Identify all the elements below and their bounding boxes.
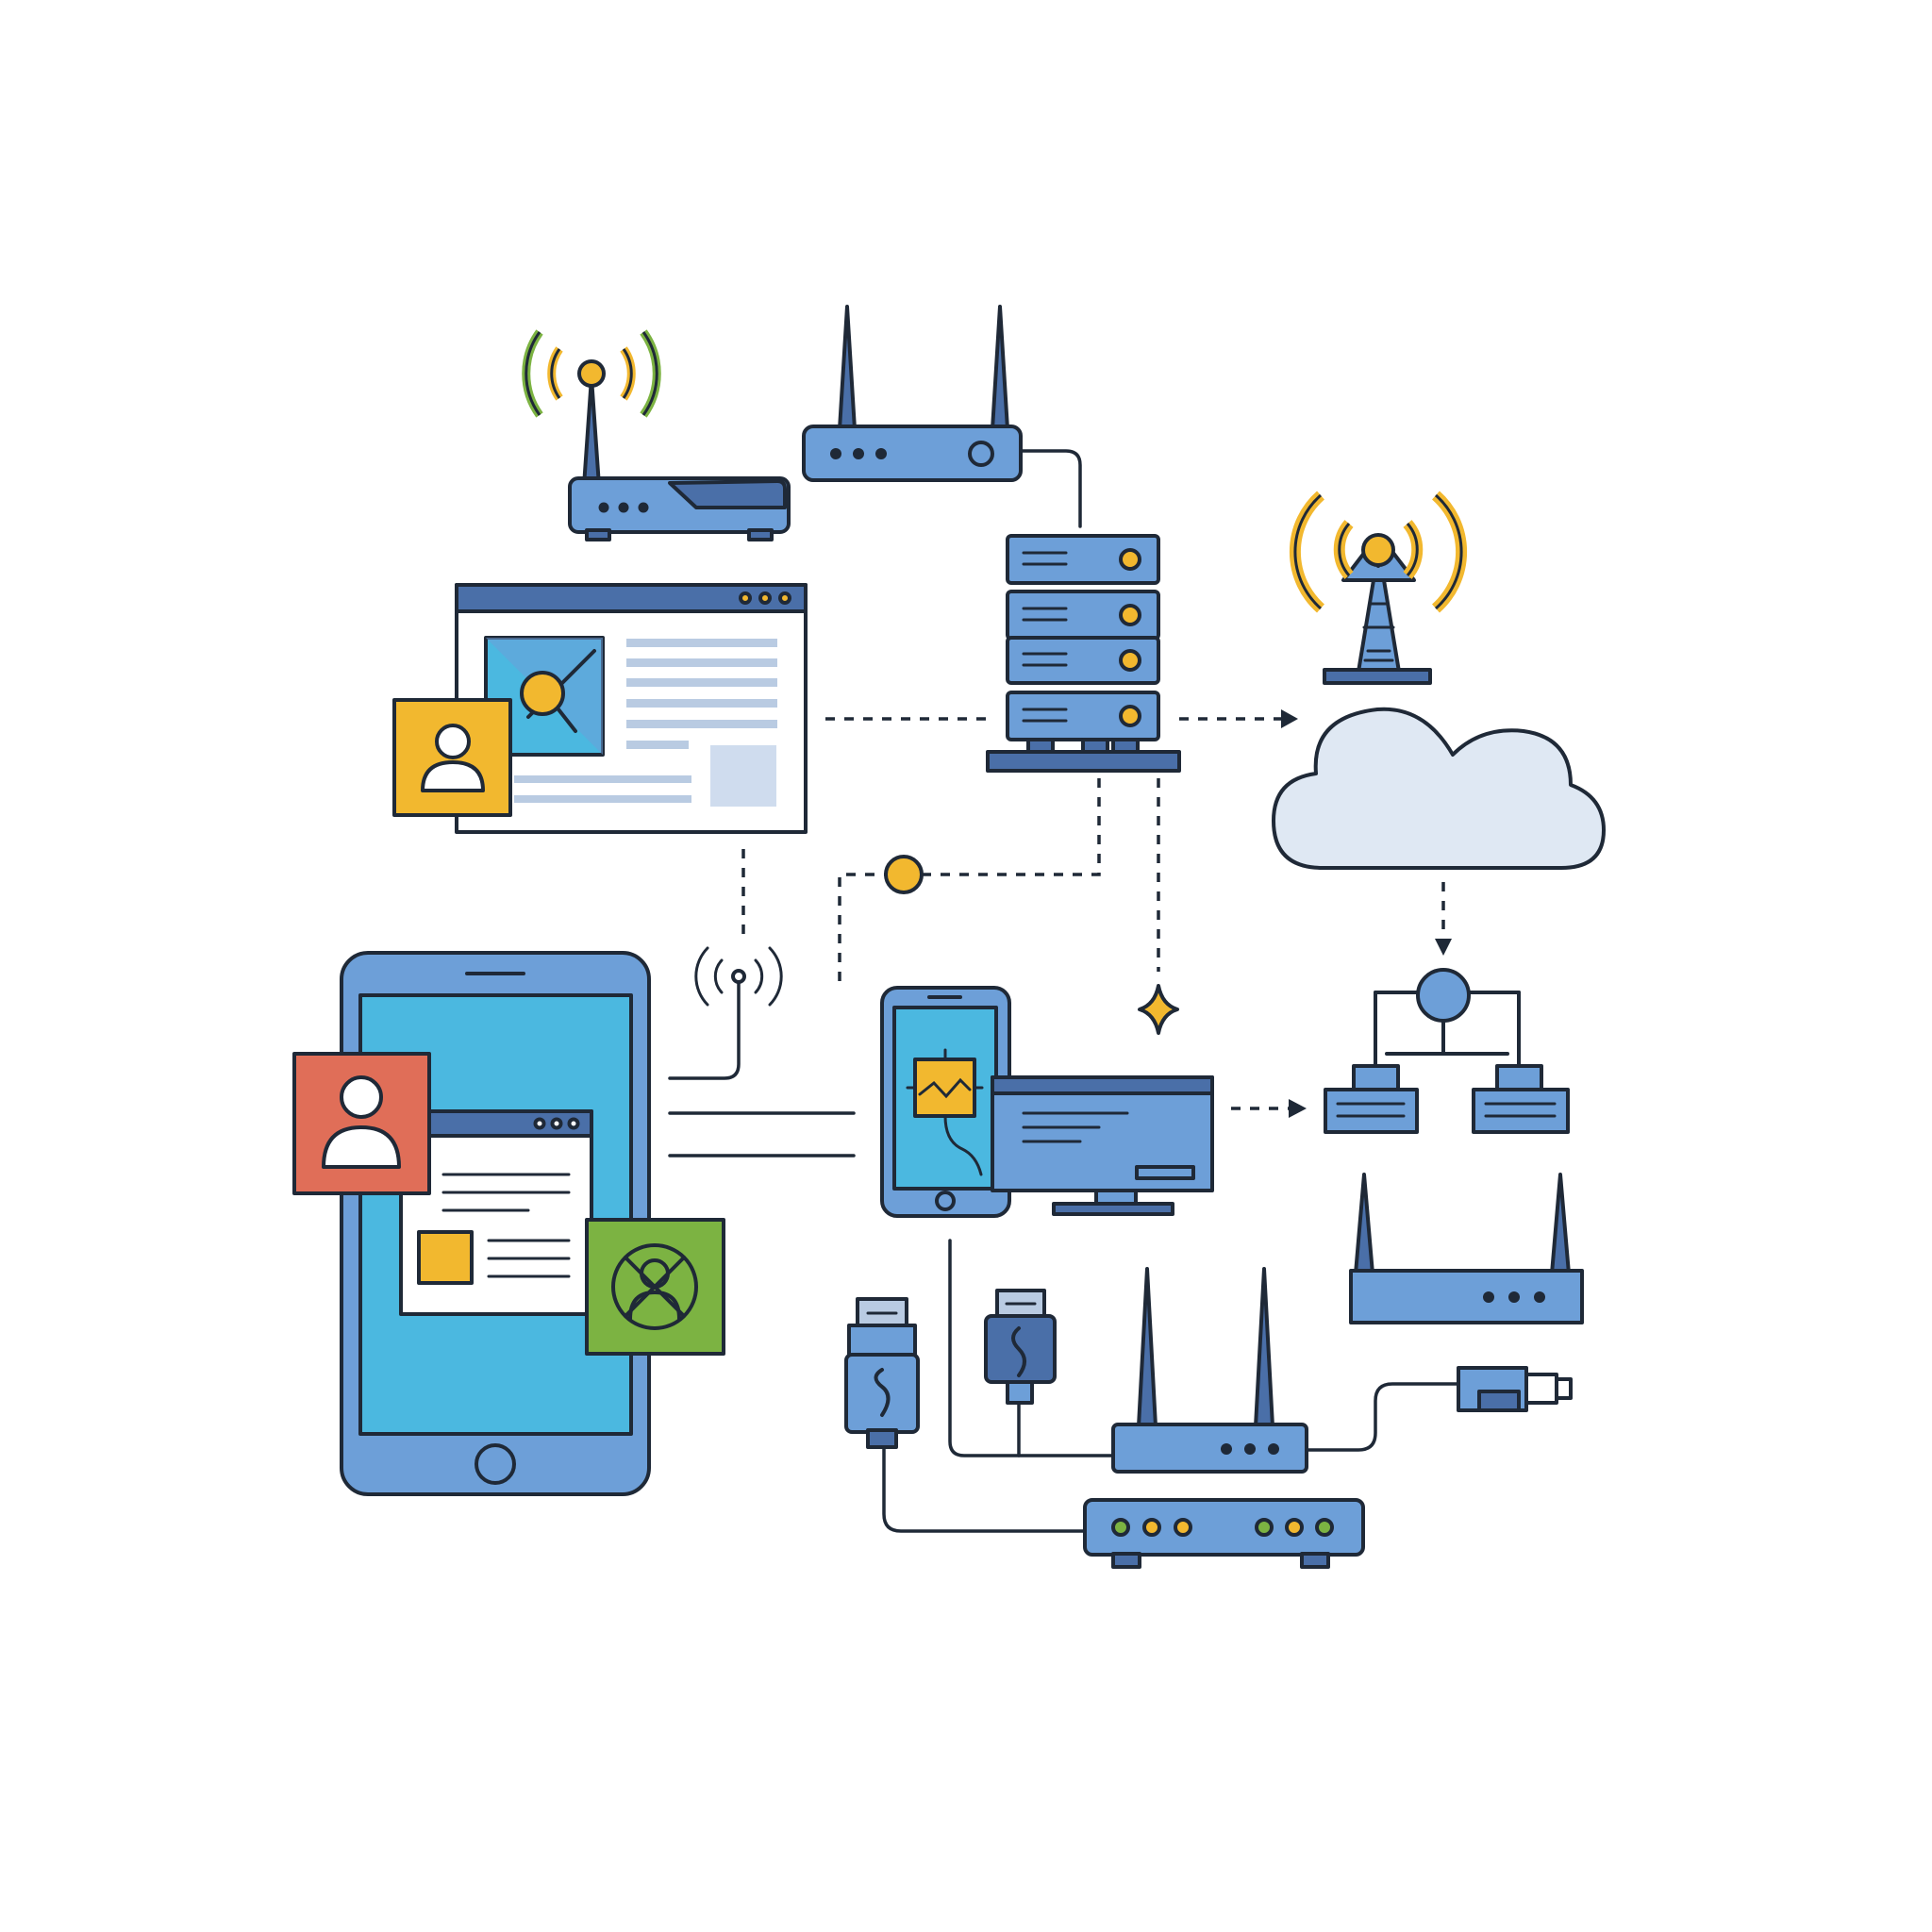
antenna xyxy=(1137,1267,1158,1428)
browser-window-icon xyxy=(455,583,808,834)
arrowhead-hierarchy-2 xyxy=(1289,1099,1307,1118)
arrowhead-hierarchy xyxy=(1435,939,1452,956)
smartphone xyxy=(880,986,1011,1218)
wire-antenna-tablet xyxy=(668,977,741,1080)
desktop-monitor xyxy=(991,1075,1214,1216)
wire-router-to-server xyxy=(1019,449,1082,528)
network-hierarchy-icon xyxy=(1324,968,1570,1134)
server-rack xyxy=(986,534,1181,773)
dashed-link-server-down xyxy=(838,778,1101,991)
usb-plug-middle xyxy=(984,1289,1057,1405)
usb-plug-left xyxy=(844,1297,920,1449)
wifi-router-icon xyxy=(522,329,791,541)
cloud-icon xyxy=(1272,707,1606,870)
connector-node-dot xyxy=(884,855,924,894)
modem xyxy=(1083,1498,1365,1569)
user-avatar-icon xyxy=(322,1075,401,1169)
usb-plug-icon xyxy=(844,1297,920,1449)
router-right xyxy=(1349,1173,1584,1324)
wifi-router-left xyxy=(522,329,791,541)
arrowhead-cloud xyxy=(1281,709,1298,728)
user-avatar-icon xyxy=(421,724,485,792)
avatar-card-red xyxy=(292,1052,431,1195)
antenna-tip xyxy=(577,359,606,388)
cell-tower xyxy=(1289,491,1468,685)
connectors xyxy=(668,449,1462,1533)
server-icon xyxy=(986,534,1181,773)
router-top xyxy=(802,305,1023,482)
router-icon xyxy=(1111,1267,1308,1474)
router-bottom xyxy=(1111,1267,1308,1474)
avatar-card-green xyxy=(585,1218,725,1356)
cloud xyxy=(1272,707,1606,870)
cell-tower-icon xyxy=(1289,491,1468,685)
wire-usb-left-modem xyxy=(882,1446,1087,1533)
usb-connector-icon xyxy=(1457,1366,1573,1412)
chart-widget xyxy=(913,1058,976,1118)
wire-router-usb-right xyxy=(1305,1382,1462,1452)
tablet xyxy=(292,951,725,1496)
text-lines xyxy=(514,639,777,803)
sparkle-icon xyxy=(1138,984,1179,1035)
network-hierarchy xyxy=(1324,968,1570,1134)
antenna xyxy=(838,305,857,431)
router-icon xyxy=(1349,1173,1584,1324)
usb-connector-right xyxy=(1457,1366,1573,1412)
wire-phone-router xyxy=(948,1239,1115,1457)
router-icon xyxy=(802,305,1023,482)
blocked-user-icon xyxy=(611,1243,698,1330)
modem-icon xyxy=(1083,1498,1365,1569)
avatar-card-yellow xyxy=(392,698,512,817)
browser-window xyxy=(392,583,808,834)
phone-and-monitor-icon xyxy=(880,986,1214,1218)
wireless-signal-icon xyxy=(694,946,783,1007)
content-block xyxy=(710,745,776,807)
tablet-browser-window xyxy=(399,1109,593,1316)
wireless-antenna xyxy=(694,946,783,1007)
usb-plug-icon xyxy=(984,1289,1057,1405)
smartphone-monitor xyxy=(880,986,1214,1218)
antenna xyxy=(1354,1173,1374,1275)
